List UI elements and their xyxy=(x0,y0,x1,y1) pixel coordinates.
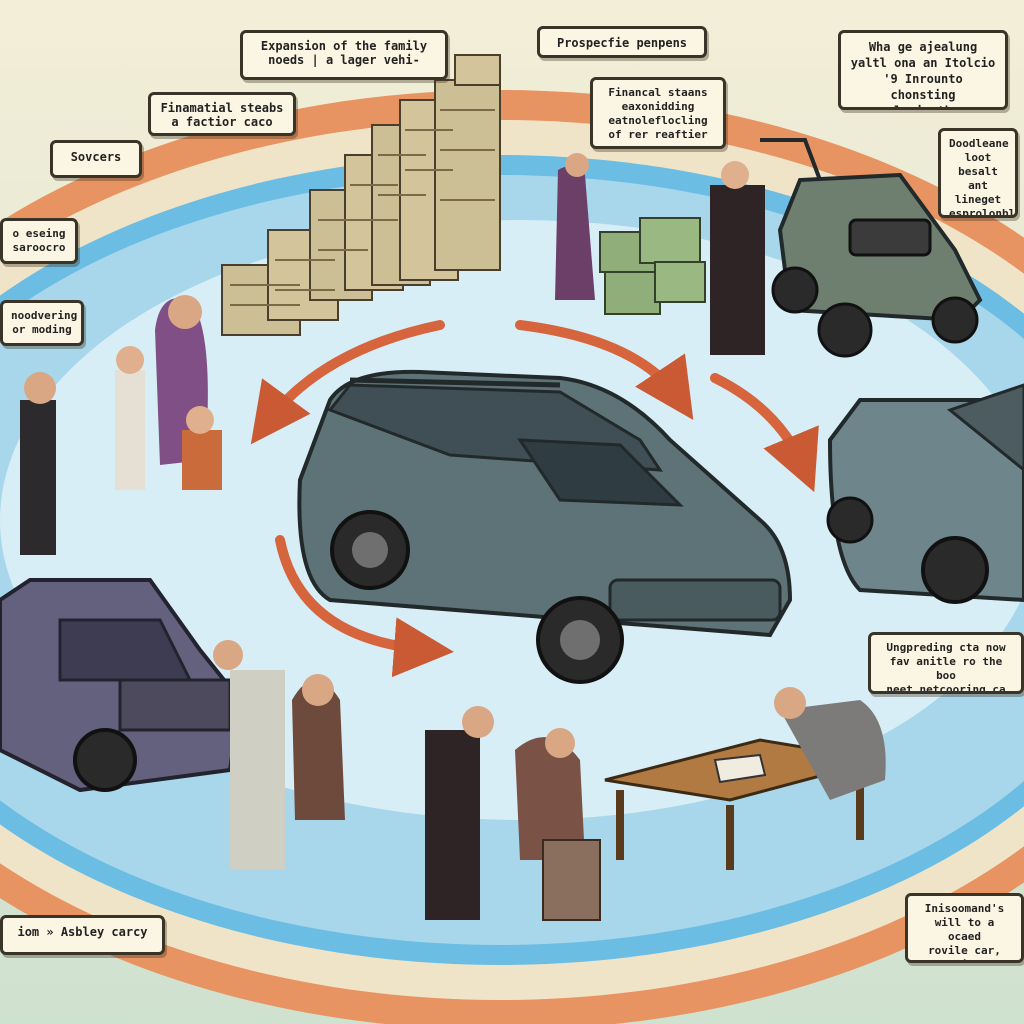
cash-piles xyxy=(599,217,706,315)
callout-financial-left: Finamatial steabs a factior caco xyxy=(148,92,296,136)
callout-who-ge: Wha ge ajealung yaltl ona an Itolcio '9 … xyxy=(838,30,1008,110)
callout-prospective: Prospecfie penpens xyxy=(537,26,707,58)
callout-financial-center: Financal staans eaxonidding eatnoleflocl… xyxy=(590,77,726,149)
callout-upgrading: Ungpreding cta now fav anitle ro the boo… xyxy=(868,632,1024,694)
callout-sources: Sovcers xyxy=(50,140,142,178)
old-sedan xyxy=(0,578,243,793)
callout-dooddean: Doodleane loot besalt ant lineget esprol… xyxy=(938,128,1018,218)
cycle-arrows xyxy=(250,320,819,678)
people xyxy=(20,153,886,921)
arrow-bottom-left xyxy=(275,535,454,678)
central-suv xyxy=(297,369,793,684)
callout-inisoomand: Inisoomand's will to a ocaed rovile car,… xyxy=(905,893,1024,963)
jeep xyxy=(760,138,983,358)
arrow-right xyxy=(710,373,819,493)
callout-ashey: iom » Asbley carcy xyxy=(0,915,165,955)
callout-expansion: Expansion of the family noeds | a lager … xyxy=(240,30,448,80)
right-suv xyxy=(826,383,1024,604)
arrow-top-right xyxy=(515,320,694,420)
arrow-top-left xyxy=(250,320,445,445)
money-stacks xyxy=(221,54,501,336)
callout-noodvering: noodvering or moding xyxy=(0,300,84,346)
callout-seeing: o eseing saroocro xyxy=(0,218,78,264)
